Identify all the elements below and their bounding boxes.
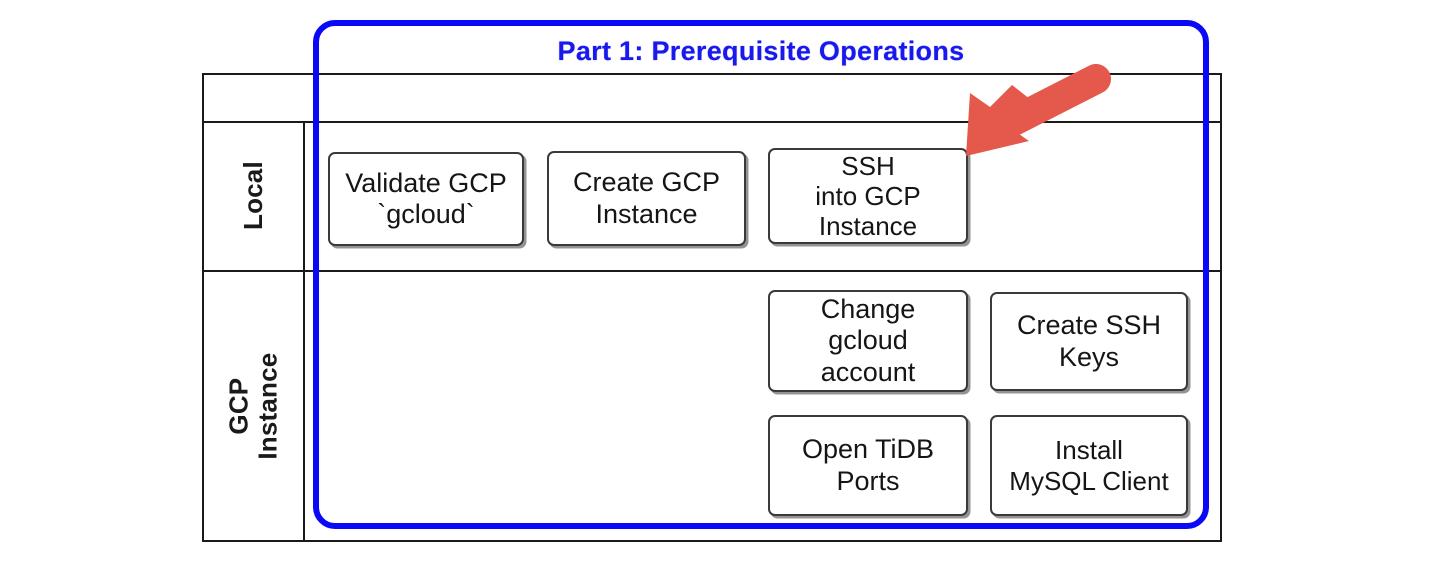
table-rule-local-gcp bbox=[202, 270, 1222, 272]
row-label-gcp-instance-text: GCP Instance bbox=[223, 352, 283, 461]
row-label-local: Local bbox=[204, 123, 303, 269]
row-label-local-text: Local bbox=[237, 161, 268, 231]
step-box-install-mysql-client[interactable]: Install MySQL Client bbox=[990, 415, 1188, 516]
step-box-validate-gcloud[interactable]: Validate GCP `gcloud` bbox=[328, 152, 524, 246]
row-label-gcp-instance: GCP Instance bbox=[204, 272, 303, 541]
step-box-create-ssh-keys[interactable]: Create SSH Keys bbox=[990, 292, 1188, 391]
table-column-divider bbox=[303, 121, 305, 542]
step-box-ssh-into-instance[interactable]: SSH into GCP Instance bbox=[768, 148, 968, 244]
table-rule-header bbox=[202, 121, 1222, 123]
page-title: Part 1: Prerequisite Operations bbox=[557, 36, 965, 66]
step-box-change-gcloud-account[interactable]: Change gcloud account bbox=[768, 290, 968, 392]
step-box-create-instance[interactable]: Create GCP Instance bbox=[547, 151, 746, 246]
prerequisite-operations-container bbox=[313, 20, 1209, 529]
table-frame bbox=[202, 73, 1222, 542]
step-box-open-tidb-ports[interactable]: Open TiDB Ports bbox=[768, 415, 968, 516]
